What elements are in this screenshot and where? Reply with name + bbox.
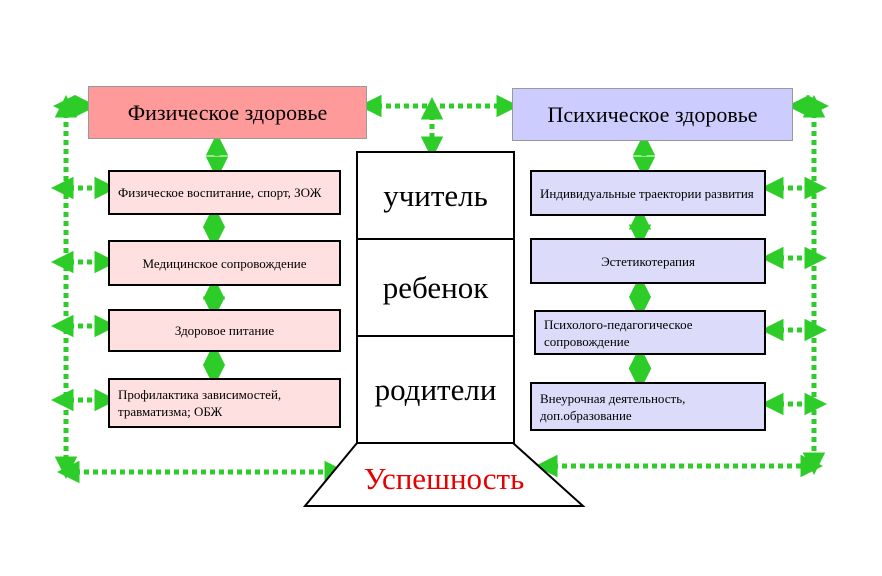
mental-item-label: Эстетикотерапия bbox=[601, 253, 695, 269]
mental-item-aesthetic: Эстетикотерапия bbox=[530, 238, 766, 284]
physical-item-label: Профилактика зависимостей, травматизма; … bbox=[118, 387, 282, 419]
tower-child: ребенок bbox=[356, 238, 515, 337]
mental-item-extracurricular: Внеурочная деятельность, доп.образование bbox=[530, 382, 766, 431]
mental-item-label: Психолого-педагогическое сопровождение bbox=[544, 316, 693, 349]
physical-item-sport: Физическое воспитание, спорт, ЗОЖ bbox=[108, 170, 341, 215]
physical-item-nutrition: Здоровое питание bbox=[108, 309, 341, 352]
mental-item-label: Индивидуальные траектории развития bbox=[540, 185, 754, 201]
physical-item-prevention: Профилактика зависимостей, травматизма; … bbox=[108, 378, 341, 428]
physical-item-label: Медицинское сопровождение bbox=[142, 255, 307, 271]
mental-item-trajectories: Индивидуальные траектории развития bbox=[530, 170, 766, 216]
tower-parents-label: родители bbox=[374, 371, 497, 407]
physical-item-medical: Медицинское сопровождение bbox=[108, 240, 341, 286]
mental-item-label: Внеурочная деятельность, доп.образование bbox=[540, 390, 686, 423]
tower-teacher-label: учитель bbox=[383, 177, 488, 213]
success-label: Успешность bbox=[363, 461, 525, 496]
physical-health-header: Физическое здоровье bbox=[88, 86, 367, 139]
mental-health-header: Психическое здоровье bbox=[512, 88, 793, 141]
tower-child-label: ребенок bbox=[382, 269, 489, 305]
physical-health-title: Физическое здоровье bbox=[127, 99, 328, 125]
tower-teacher: учитель bbox=[356, 151, 515, 240]
tower-parents: родители bbox=[356, 335, 515, 444]
physical-item-label: Физическое воспитание, спорт, ЗОЖ bbox=[118, 185, 322, 200]
mental-health-title: Психическое здоровье bbox=[547, 101, 758, 127]
mental-item-psych-support: Психолого-педагогическое сопровождение bbox=[534, 310, 766, 355]
physical-item-label: Здоровое питание bbox=[174, 323, 275, 338]
